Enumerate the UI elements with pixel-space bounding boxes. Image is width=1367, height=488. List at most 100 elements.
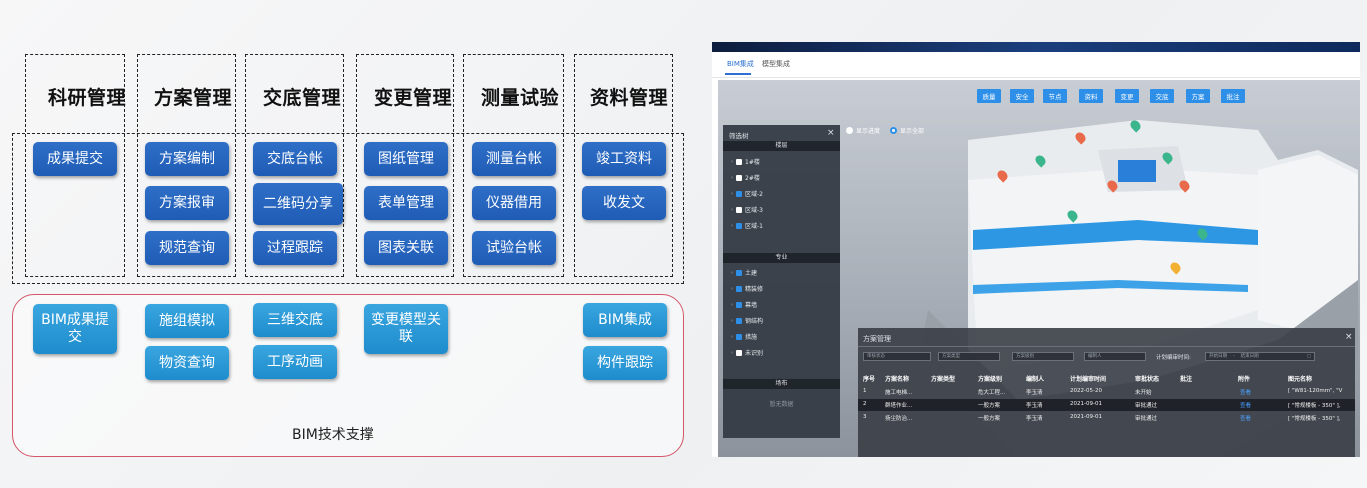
toolbar-biangeng[interactable]: 变更: [1115, 89, 1139, 103]
chevron-right-icon: ›: [731, 349, 733, 356]
major-item[interactable]: ›幕墙: [731, 300, 757, 309]
btn-shizu-moni[interactable]: 施组模拟: [145, 304, 229, 338]
floor-item[interactable]: ›2#楼: [731, 173, 760, 182]
btn-jiaodi-taizhang[interactable]: 交底台帐: [253, 142, 337, 176]
date-range-input[interactable]: 开始日期 - 结束日期 ▢: [1205, 352, 1315, 361]
toolbar-jiaodi[interactable]: 交底: [1150, 89, 1174, 103]
checkbox-checked-icon[interactable]: [736, 190, 742, 197]
filter-close-icon[interactable]: ×: [827, 128, 835, 138]
btn-bim-jicheng[interactable]: BIM集成: [583, 303, 667, 337]
toolbar-zhiliang[interactable]: 质量: [977, 89, 1001, 103]
floor-item[interactable]: ›1#楼: [731, 157, 760, 166]
table-row[interactable]: 3 扬尘防治... 一般方案 李玉清 2021-09-01 审批通过 查看 [ …: [858, 412, 1355, 424]
chevron-right-icon: ›: [731, 285, 733, 292]
floor-label: 区域-3: [745, 207, 763, 214]
chevron-right-icon: ›: [731, 206, 733, 213]
table-row[interactable]: 2 群塔作业... 一般方案 李玉清 2021-09-01 审批通过 查看 [ …: [858, 399, 1355, 411]
floor-item[interactable]: ›区域-1: [731, 221, 763, 230]
btn-celiang-taizhang[interactable]: 测量台帐: [472, 142, 556, 176]
radio-show-progress[interactable]: 显示进度: [846, 126, 880, 135]
btn-guocheng-genzong[interactable]: 过程跟踪: [253, 231, 337, 265]
checkbox-icon[interactable]: [736, 349, 742, 356]
filter-type-select[interactable]: 方案类型: [938, 352, 1000, 361]
filter-status-select[interactable]: 审核状态: [863, 352, 931, 361]
btn-wuzi-chaxun[interactable]: 物资查询: [145, 346, 229, 380]
cell: 李玉清: [1026, 403, 1043, 409]
floor-label: 区域-2: [745, 191, 763, 198]
toolbar-fangan[interactable]: 方案: [1186, 89, 1210, 103]
btn-shiyan-taizhang[interactable]: 试验台帐: [472, 231, 556, 265]
checkbox-checked-icon[interactable]: [736, 317, 742, 324]
btn-erweima-fenxiang[interactable]: 二维码分享: [253, 183, 343, 225]
major-item[interactable]: › 精装修: [731, 284, 763, 293]
btn-shoufawen[interactable]: 收发文: [582, 186, 666, 220]
toolbar-jiedian[interactable]: 节点: [1043, 89, 1067, 103]
table-row[interactable]: 1 施工电梯... 危大工程... 李玉清 2022-05-20 未开始 查看 …: [858, 386, 1355, 398]
btn-fangan-baoshen[interactable]: 方案报审: [145, 186, 229, 220]
checkbox-checked-icon[interactable]: [736, 269, 742, 276]
view-link[interactable]: 查看: [1240, 390, 1252, 396]
view-link[interactable]: 查看: [1240, 403, 1252, 409]
btn-bim-chengguo[interactable]: BIM成果提交: [33, 304, 117, 354]
major-item[interactable]: ›钢结构: [731, 316, 763, 325]
col-header: 编制人: [1026, 376, 1045, 383]
column-title-ziliao: 资料管理: [590, 87, 669, 109]
btn-tuzhi-guanli[interactable]: 图纸管理: [364, 142, 448, 176]
3d-model-viewport[interactable]: 质量 安全 节点 资料 变更 交底 方案 批注 显示进度 显示全部 筛选树 × …: [718, 80, 1360, 457]
floor-item[interactable]: ›区域-2: [731, 189, 763, 198]
date-separator: -: [1233, 353, 1235, 359]
btn-goujian-genzong[interactable]: 构件跟踪: [583, 346, 667, 380]
column-title-biangeng: 变更管理: [374, 87, 453, 109]
checkbox-icon[interactable]: [736, 206, 742, 213]
major-item[interactable]: ›未识别: [731, 348, 763, 357]
major-label: 精装修: [745, 286, 764, 293]
btn-yiqi-jieyong[interactable]: 仪器借用: [472, 186, 556, 220]
checkbox-icon[interactable]: [736, 174, 742, 181]
tab-bim-jicheng[interactable]: BIM集成: [727, 60, 754, 68]
btn-guifan-chaxun[interactable]: 规范查询: [145, 231, 229, 265]
btn-chengguo-tijiao[interactable]: 成果提交: [33, 142, 117, 176]
radio-show-all[interactable]: 显示全部: [890, 126, 924, 135]
cell: 危大工程...: [978, 390, 1006, 396]
toolbar-ziliao[interactable]: 资料: [1079, 89, 1103, 103]
major-item[interactable]: ›土建: [731, 268, 757, 277]
checkbox-icon[interactable]: [736, 158, 742, 165]
view-link[interactable]: 查看: [1240, 416, 1252, 422]
filter-author-select[interactable]: 编制人: [1084, 352, 1146, 361]
checkbox-checked-icon[interactable]: [736, 285, 742, 292]
chevron-right-icon: ›: [731, 158, 733, 165]
tab-moxing-jicheng[interactable]: 模型集成: [762, 60, 790, 68]
toolbar-pizhu[interactable]: 批注: [1221, 89, 1245, 103]
cell: 2: [863, 401, 867, 407]
btn-sanwei-jiaodi[interactable]: 三维交底: [253, 303, 337, 337]
major-item[interactable]: ›措施: [731, 332, 757, 341]
chevron-right-icon: ›: [731, 317, 733, 324]
column-frame-fangan: [137, 54, 236, 277]
filter-level-select[interactable]: 方案级别: [1012, 352, 1074, 361]
checkbox-checked-icon[interactable]: [736, 222, 742, 229]
cell: 施工电梯...: [885, 390, 913, 396]
filter-tree-panel: 筛选树 × 楼层 ›1#楼 ›2#楼 ›区域-2 ›区域-3 ›区域-1 专业 …: [723, 125, 840, 438]
btn-biangeng-moxing[interactable]: 变更模型关联: [364, 304, 448, 354]
btn-jungong-ziliao[interactable]: 竣工资料: [582, 142, 666, 176]
toolbar-anquan[interactable]: 安全: [1010, 89, 1034, 103]
cell: 审批通过: [1135, 403, 1158, 409]
btn-biaodan-guanli[interactable]: 表单管理: [364, 186, 448, 220]
column-title-celiang: 测量试验: [481, 87, 560, 109]
floor-item[interactable]: › 区域-3: [731, 205, 763, 214]
cell: [ "W81-120mm", "V: [1288, 388, 1343, 394]
date-label: 计划编审时间:: [1156, 355, 1191, 361]
checkbox-checked-icon[interactable]: [736, 301, 742, 308]
col-header: 批注: [1180, 376, 1193, 383]
divider: [858, 346, 1355, 347]
checkbox-checked-icon[interactable]: [736, 333, 742, 340]
function-row-frame: [12, 133, 684, 284]
btn-fangan-bianzhi[interactable]: 方案编制: [145, 142, 229, 176]
btn-gongxu-donghua[interactable]: 工序动画: [253, 345, 337, 379]
panel-close-icon[interactable]: ×: [1345, 332, 1353, 342]
filter-title: 筛选树: [729, 132, 749, 140]
col-header: 方案名称: [885, 376, 910, 383]
floor-label: 2#楼: [745, 175, 760, 182]
btn-tubiao-guanlian[interactable]: 图表关联: [364, 231, 448, 265]
